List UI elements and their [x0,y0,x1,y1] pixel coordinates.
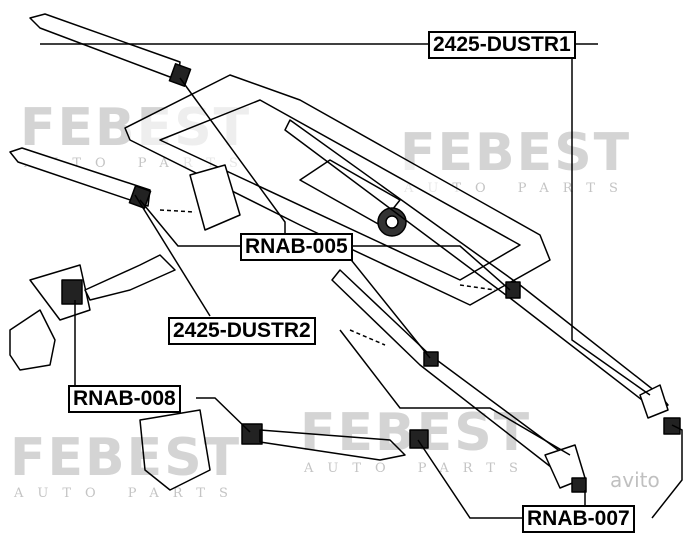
upper-control-arm [29,13,181,81]
bushing [409,429,429,449]
bushing [505,281,521,299]
bushing [61,279,83,305]
bushing [571,477,587,493]
part-label-rnab-007: RNAB-007 [522,505,635,533]
bushing [663,417,681,435]
part-label-rnab-005: RNAB-005 [240,233,353,261]
bushing [128,185,152,209]
bushing [168,63,192,87]
lower-control-arm [9,147,151,207]
avito-watermark: avito [610,468,660,492]
part-label-rnab-008: RNAB-008 [68,385,181,413]
part-label-2425-dustr1: 2425-DUSTR1 [428,31,576,59]
part-label-2425-dustr2: 2425-DUSTR2 [168,317,316,345]
